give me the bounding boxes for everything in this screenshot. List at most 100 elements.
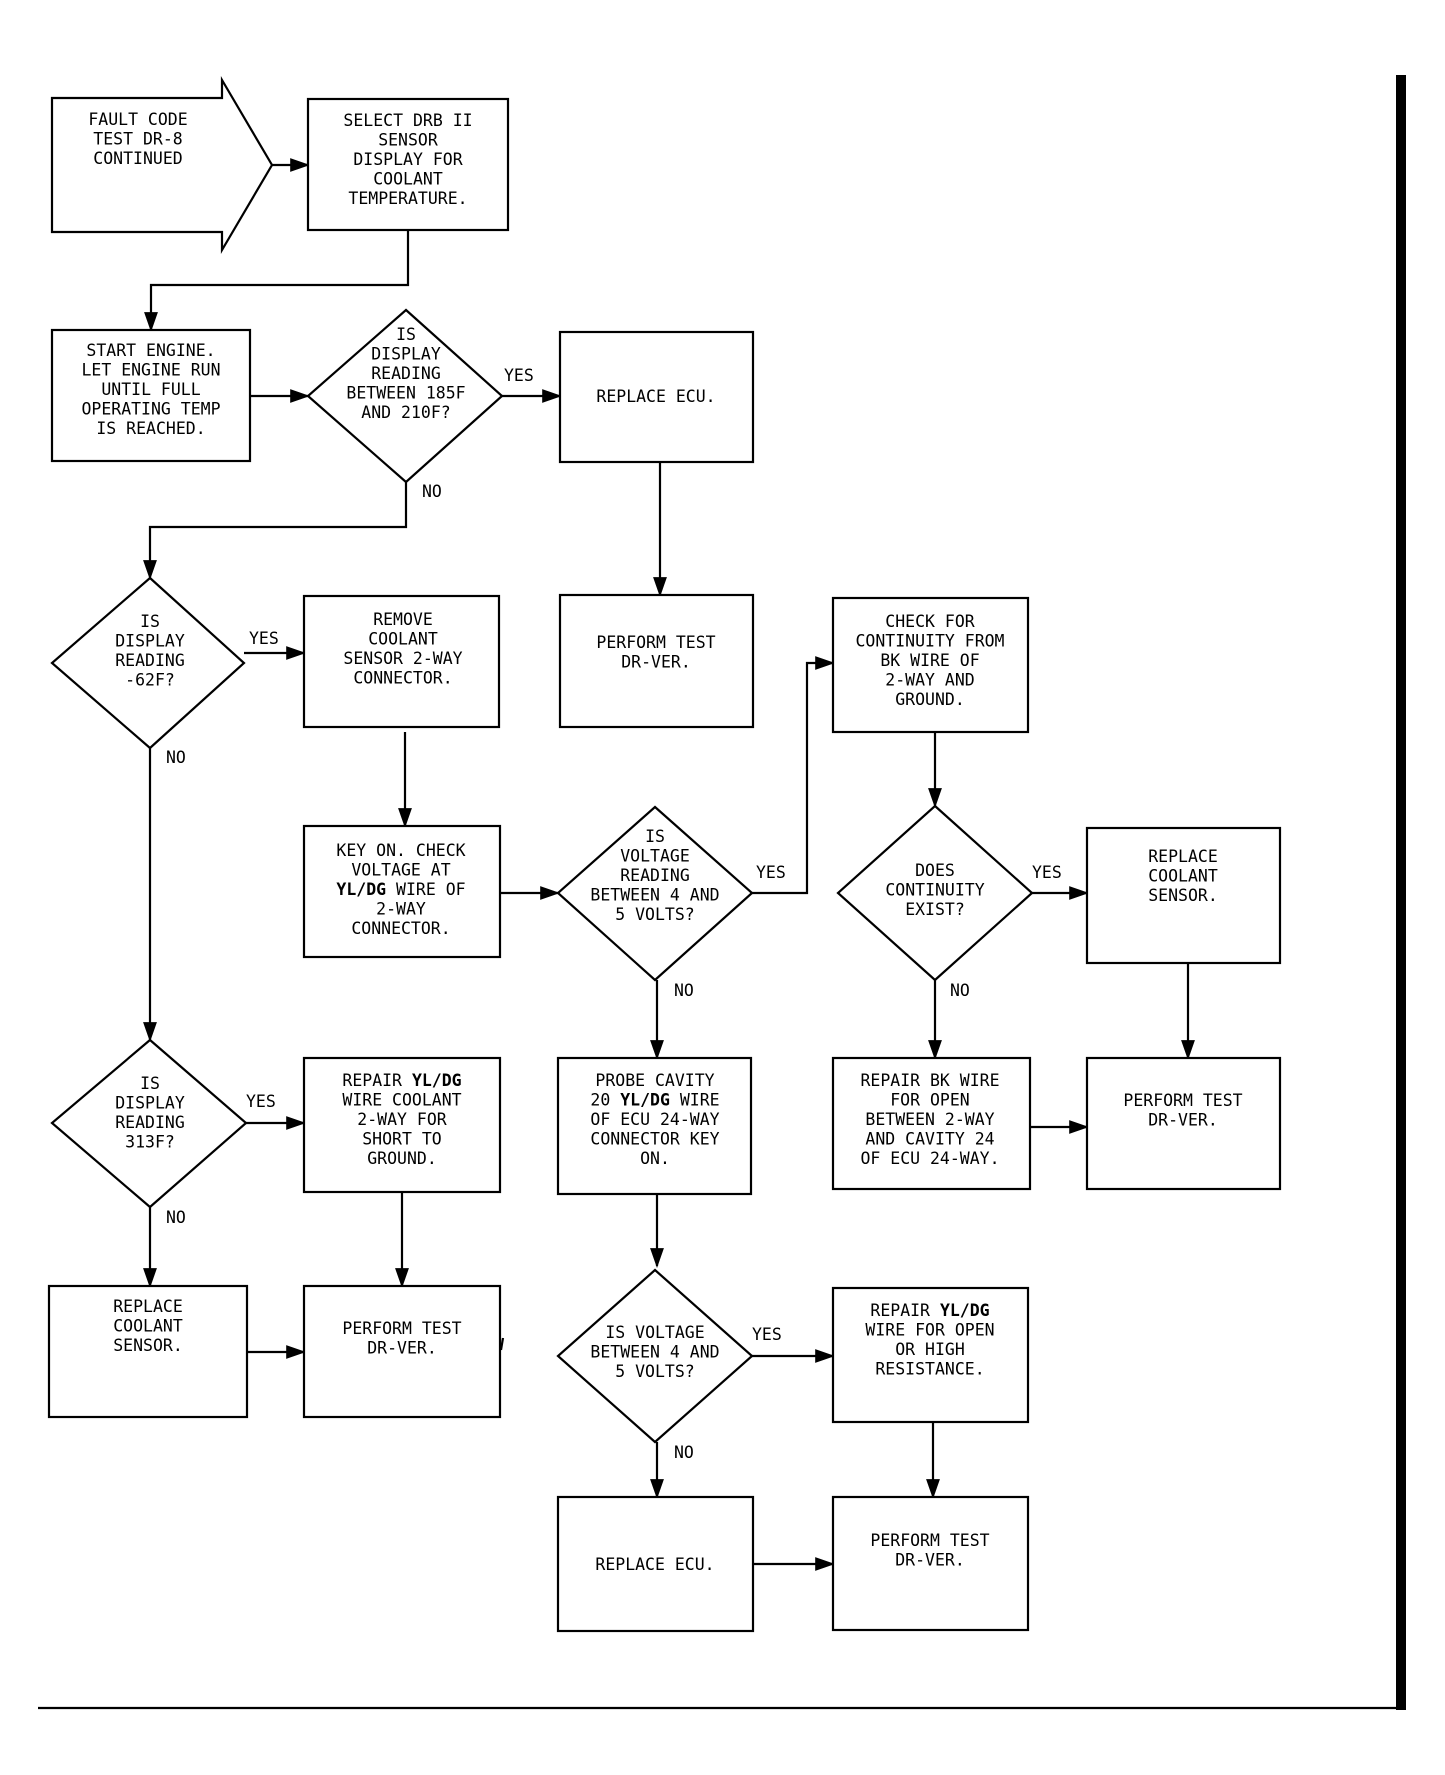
- n15-box: [302, 1284, 502, 1419]
- n13-line: DR-VER.: [1148, 1111, 1218, 1130]
- n2-line: TEMPERATURE.: [348, 189, 467, 208]
- d6-no-label: NO: [674, 1443, 694, 1462]
- n14-box: [47, 1284, 249, 1419]
- node-shapes: [47, 75, 1282, 1633]
- n3-line: UNTIL FULL: [101, 380, 200, 399]
- d4-yes-label: YES: [1032, 863, 1062, 882]
- d5-line: IS: [140, 1074, 160, 1093]
- n12-line: OF ECU 24-WAY.: [860, 1149, 999, 1168]
- n10-box: [302, 1056, 502, 1194]
- d1-yes-label: YES: [504, 366, 534, 385]
- n18-line: PERFORM TEST: [870, 1531, 989, 1550]
- n7-line: VOLTAGE AT: [351, 861, 450, 880]
- n10-line: 2-WAY FOR: [357, 1110, 446, 1129]
- d3-line: VOLTAGE: [620, 847, 690, 866]
- n12-box: [831, 1056, 1032, 1191]
- d5-no-label: NO: [166, 1208, 186, 1227]
- n16-box: [831, 1286, 1030, 1424]
- d3-no-label: NO: [674, 981, 694, 1000]
- n15-line: PERFORM TEST: [342, 1319, 461, 1338]
- n2-line: SENSOR: [378, 131, 438, 150]
- d4-no-label: NO: [950, 981, 970, 1000]
- wire-color-code: YL/DG: [620, 1091, 670, 1110]
- n12-line: BETWEEN 2-WAY: [865, 1110, 994, 1129]
- n6-line: CONNECTOR.: [353, 669, 452, 688]
- start-arrow-shape: [50, 75, 274, 255]
- page-edge-bar: [1396, 75, 1406, 1710]
- d4-diamond: [836, 804, 1034, 982]
- n16-line: RESISTANCE.: [875, 1360, 984, 1379]
- d1-line: IS: [396, 325, 416, 344]
- n17-line: REPLACE ECU.: [595, 1555, 714, 1574]
- n4-line: REPLACE ECU.: [596, 387, 715, 406]
- n2-line: DISPLAY FOR: [353, 150, 462, 169]
- d6-line: BETWEEN 4 AND: [590, 1343, 719, 1362]
- n8-line: 2-WAY AND: [885, 671, 974, 690]
- n15-line: DR-VER.: [367, 1339, 437, 1358]
- n9-line: REPLACE: [1148, 847, 1218, 866]
- n8-line: BK WIRE OF: [880, 651, 979, 670]
- n5-line: PERFORM TEST: [596, 633, 715, 652]
- edge-n2-n3: [144, 230, 410, 332]
- n14-line: SENSOR.: [113, 1336, 183, 1355]
- n11-line: 20 YL/DG WIRE: [590, 1091, 719, 1110]
- wire-color-code: YL/DG: [412, 1071, 462, 1090]
- n9-line: COOLANT: [1148, 867, 1218, 886]
- n14-line: COOLANT: [113, 1317, 183, 1336]
- d3-yes-label: YES: [756, 863, 786, 882]
- d2-yes-label: YES: [249, 629, 279, 648]
- n17-box: [556, 1495, 755, 1633]
- n4-box: [558, 330, 755, 464]
- n13-box: [1085, 1056, 1282, 1191]
- n11-line: ON.: [640, 1149, 670, 1168]
- d3-line: 5 VOLTS?: [615, 905, 694, 924]
- d2-line: DISPLAY: [115, 632, 185, 651]
- n12-line: REPAIR BK WIRE: [860, 1071, 999, 1090]
- n9-line: SENSOR.: [1148, 886, 1218, 905]
- n18-box: [831, 1495, 1030, 1632]
- d2-line: IS: [140, 612, 160, 631]
- d3-line: READING: [620, 866, 690, 885]
- n2-line: COOLANT: [373, 170, 443, 189]
- d2-diamond: [50, 576, 246, 750]
- n7-line: 2-WAY: [376, 900, 426, 919]
- n12-line: FOR OPEN: [890, 1091, 969, 1110]
- n2-box: [306, 97, 510, 232]
- d5-line: READING: [115, 1113, 185, 1132]
- n4-text: REPLACE ECU.: [596, 387, 715, 406]
- d6-line: IS VOLTAGE: [605, 1323, 704, 1342]
- n8-line: GROUND.: [895, 690, 965, 709]
- n13-line: PERFORM TEST: [1123, 1091, 1242, 1110]
- d1-line: AND 210F?: [361, 403, 450, 422]
- n11-line: OF ECU 24-WAY: [590, 1110, 719, 1129]
- d2-no-label: NO: [166, 748, 186, 767]
- d1-diamond: [306, 308, 504, 484]
- d1-line: BETWEEN 185F: [346, 384, 465, 403]
- d2-line: READING: [115, 651, 185, 670]
- n16-line: REPAIR YL/DG: [870, 1301, 989, 1320]
- n12-line: AND CAVITY 24: [865, 1130, 994, 1149]
- d4-line: DOES: [915, 861, 955, 880]
- n6-box: [302, 594, 501, 729]
- n7-line: YL/DG WIRE OF: [336, 880, 465, 899]
- d3-line: BETWEEN 4 AND: [590, 886, 719, 905]
- d5-line: 313F?: [125, 1133, 175, 1152]
- d6-line: 5 VOLTS?: [615, 1362, 694, 1381]
- n3-line: START ENGINE.: [86, 341, 215, 360]
- n10-line: SHORT TO: [362, 1130, 441, 1149]
- n1-line: FAULT CODE: [88, 110, 187, 129]
- n6-line: SENSOR 2-WAY: [343, 649, 462, 668]
- n1-line: CONTINUED: [93, 149, 182, 168]
